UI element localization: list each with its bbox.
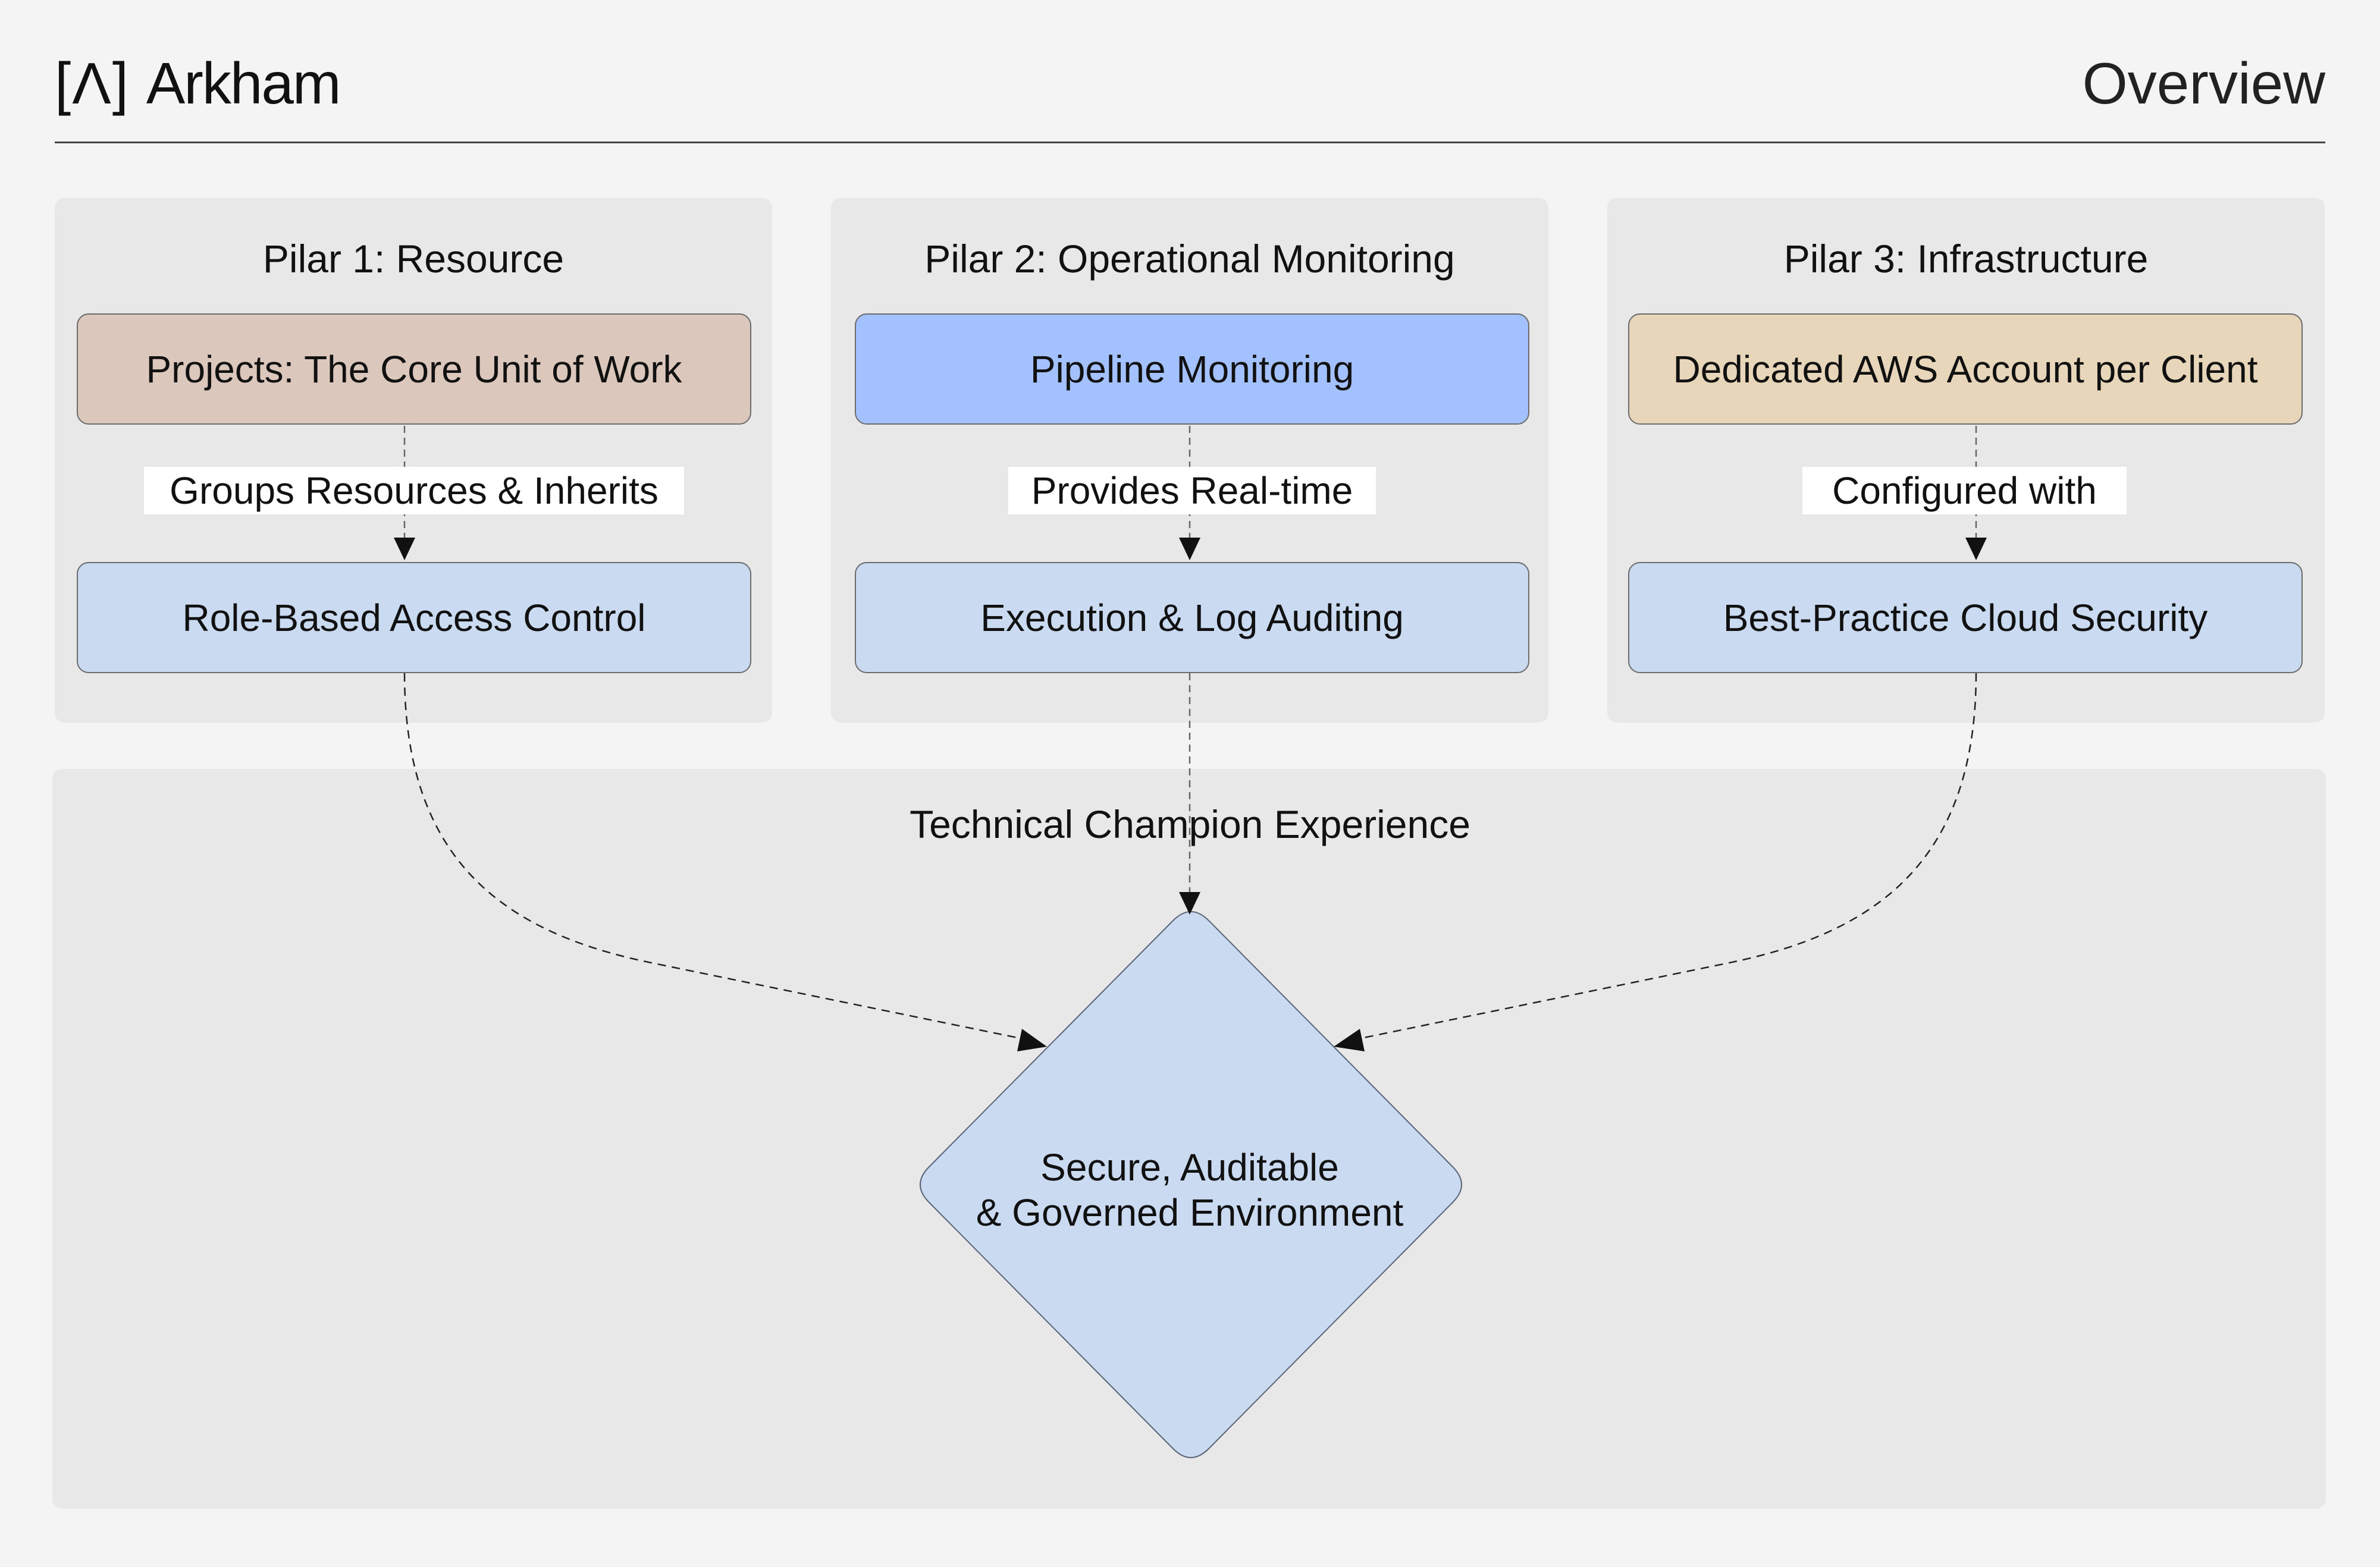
edge-label-pillar-1: Groups Resources & Inherits xyxy=(144,467,684,514)
node-aws-account-label: Dedicated AWS Account per Client xyxy=(1673,347,2258,391)
pillar-3-title: Pilar 3: Infrastructure xyxy=(1783,237,2149,281)
node-cloud-security-label: Best-Practice Cloud Security xyxy=(1723,596,2208,639)
edge-security-to-outcome xyxy=(1349,673,1977,1042)
node-pipeline-monitoring[interactable]: Pipeline Monitoring xyxy=(855,313,1529,425)
logo-mark-icon: [Λ] xyxy=(55,50,130,116)
pillar-1-title: Pilar 1: Resource xyxy=(262,237,565,281)
header: [Λ] Arkham Overview xyxy=(55,42,2325,143)
outcome-node[interactable]: Secure, Auditable & Governed Environment xyxy=(892,1145,1487,1235)
logo-text: Arkham xyxy=(146,50,341,116)
node-execution-auditing-label: Execution & Log Auditing xyxy=(980,596,1404,639)
arrowhead-security-to-outcome xyxy=(1334,1029,1365,1051)
node-projects-label: Projects: The Core Unit of Work xyxy=(146,347,682,391)
pillar-2-title: Pilar 2: Operational Monitoring xyxy=(924,237,1455,281)
outcome-line-2: & Governed Environment xyxy=(976,1191,1404,1234)
logo[interactable]: [Λ] Arkham xyxy=(55,48,341,119)
arrowhead-pillar-1 xyxy=(394,538,415,560)
node-rbac-label: Role-Based Access Control xyxy=(182,596,646,639)
page-title: Overview xyxy=(2082,51,2325,116)
node-cloud-security[interactable]: Best-Practice Cloud Security xyxy=(1628,562,2303,673)
node-execution-auditing[interactable]: Execution & Log Auditing xyxy=(855,562,1529,673)
edge-rbac-to-outcome xyxy=(403,673,1033,1042)
node-rbac[interactable]: Role-Based Access Control xyxy=(77,562,751,673)
edge-label-pillar-3: Configured with xyxy=(1802,467,2127,514)
edge-label-pillar-2: Provides Real-time xyxy=(1008,467,1376,514)
arrowhead-pillar-2 xyxy=(1179,538,1200,560)
outcome-diamond-shape xyxy=(920,911,1462,1458)
header-divider xyxy=(55,142,2325,143)
arrowhead-pillar-3 xyxy=(1965,538,1987,560)
arrowhead-rbac-to-outcome xyxy=(1017,1029,1047,1051)
node-pipeline-monitoring-label: Pipeline Monitoring xyxy=(1030,347,1354,391)
node-aws-account[interactable]: Dedicated AWS Account per Client xyxy=(1628,313,2303,425)
outcome-line-1: Secure, Auditable xyxy=(1040,1146,1339,1189)
node-projects[interactable]: Projects: The Core Unit of Work xyxy=(77,313,751,425)
arrowhead-auditing-to-outcome xyxy=(1179,892,1200,915)
